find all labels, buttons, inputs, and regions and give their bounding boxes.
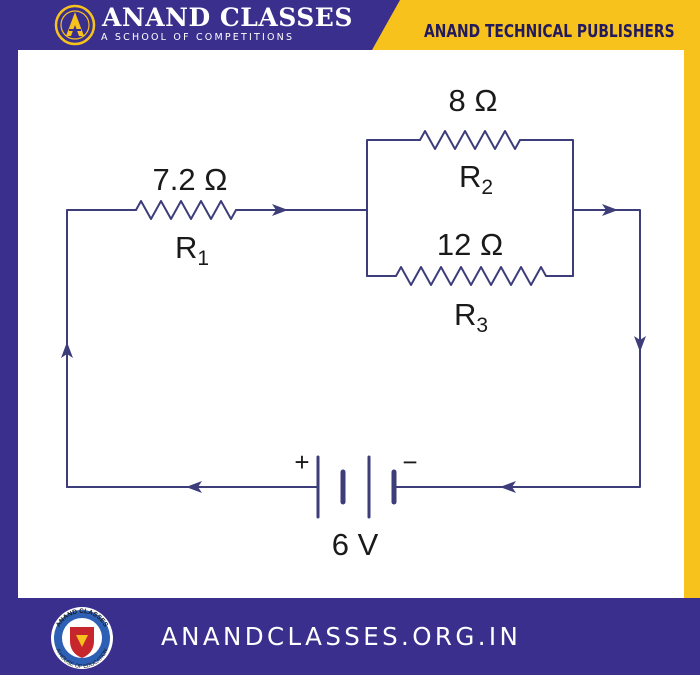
- arrow-up-icon: [61, 342, 73, 358]
- footer-bar: [0, 598, 700, 675]
- r1-value-label: 7.2 Ω: [153, 162, 228, 197]
- battery-minus-label: −: [402, 447, 417, 477]
- r2-value-label: 8 Ω: [448, 83, 497, 118]
- r1-resistor-symbol: [135, 200, 237, 220]
- brand-subtitle: A SCHOOL OF COMPETITIONS: [101, 32, 295, 43]
- r2-right-wire: [519, 139, 574, 277]
- battery-voltage-label: 6 V: [332, 527, 379, 562]
- arrow-down-icon: [634, 336, 646, 352]
- brand-title: ANAND CLASSES: [102, 3, 353, 32]
- r3-value-label: 12 Ω: [437, 227, 503, 262]
- right-wire: [393, 209, 641, 488]
- anand-classes-logo-icon: [54, 4, 96, 46]
- r3-resistor-symbol: [395, 266, 574, 286]
- arrow-left-icon: [186, 481, 202, 493]
- r2-resistor-symbol: [419, 130, 521, 150]
- arrow-right-icon: [602, 204, 618, 216]
- arrow-left-icon: [500, 481, 516, 493]
- parallel-left-wire: [366, 139, 421, 277]
- publisher-banner: [372, 0, 700, 50]
- left-wire: [66, 209, 137, 488]
- r1-name-label: R1: [175, 230, 209, 270]
- school-crest-logo-icon: ANAND CLASSES A HOUSE OF EDUCATION: [51, 607, 113, 670]
- arrow-right-icon: [272, 204, 288, 216]
- publisher-name: ANAND TECHNICAL PUBLISHERS: [424, 22, 675, 42]
- r3-name-label: R3: [454, 297, 488, 337]
- battery-plus-label: +: [294, 447, 309, 477]
- r2-name-label: R2: [459, 159, 493, 199]
- side-accent-bar: [684, 50, 700, 598]
- battery-symbol: [316, 455, 397, 519]
- footer-website-link[interactable]: ANANDCLASSES.ORG.IN: [161, 622, 522, 651]
